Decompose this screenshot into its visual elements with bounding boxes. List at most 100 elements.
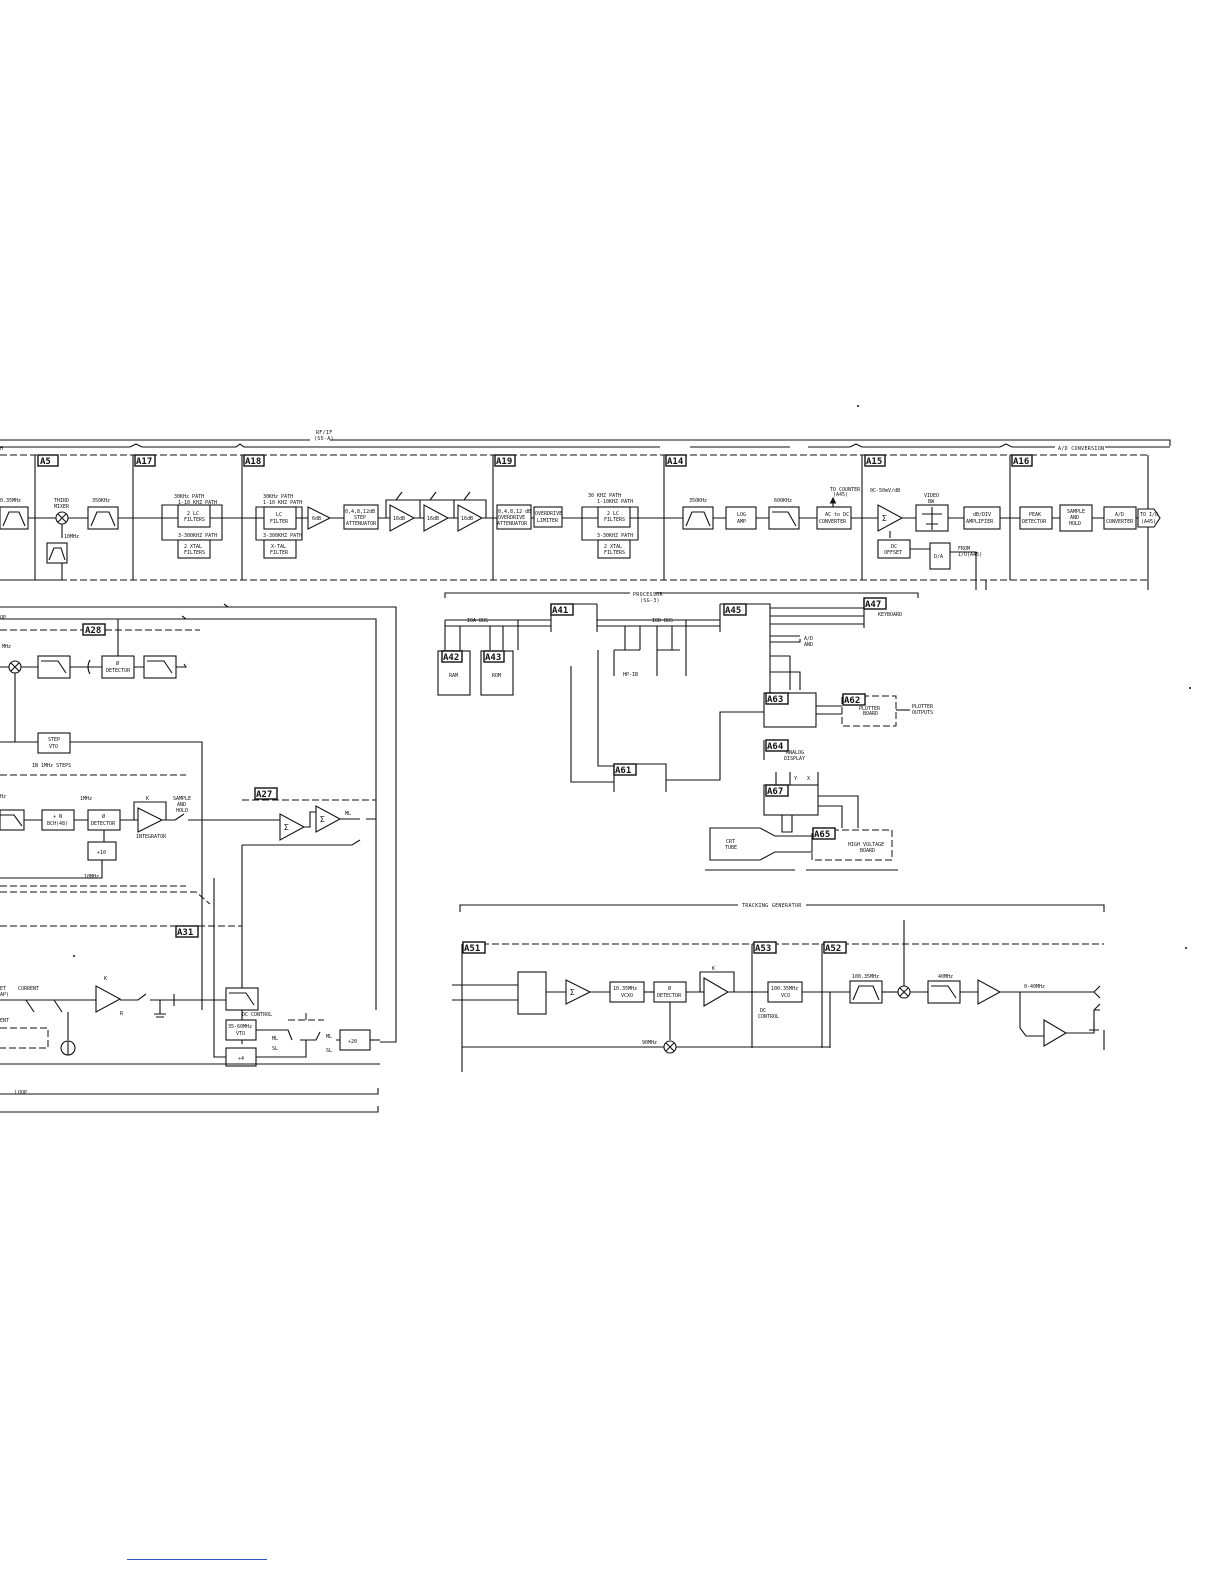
to-io-l1: TO I/O — [1140, 512, 1158, 518]
d-a-converter — [929, 542, 951, 570]
offset-current-l1: ET — [0, 986, 6, 992]
lowpass-filter-lo — [46, 542, 68, 564]
xtal-filters-a19-l2: FILTERS — [604, 550, 625, 556]
in-1mhz-steps: IN 1MHz STEPS — [32, 763, 71, 769]
processor-title: PROCESSOR — [633, 592, 663, 598]
lc-filters-a19-l2: FILTERS — [604, 517, 625, 523]
lc-filter-a18-l2: FILTER — [270, 519, 289, 525]
vto-l2: VTO — [236, 1031, 245, 1037]
loop2-phase-l1: Ø — [102, 813, 105, 820]
a41-label: A41 — [552, 606, 568, 616]
xtal-filters-a17-l1: 2 XTAL — [184, 544, 202, 550]
divide-n — [41, 809, 75, 831]
a15-label: A15 — [866, 457, 882, 467]
amp-6db — [307, 506, 332, 530]
a63-label: A63 — [767, 695, 783, 705]
vto-l1: 35-60MHz — [228, 1024, 252, 1030]
ad-and-l1: A/D — [804, 636, 813, 642]
x-label: X — [807, 776, 810, 782]
xtal-filters-a19 — [597, 539, 631, 559]
loop-phase-detector — [101, 655, 135, 679]
hv-board-l2: BOARD — [860, 848, 875, 854]
summing-amp-a27-1 — [279, 813, 306, 841]
amp-16db-1 — [389, 504, 416, 532]
rf-if-subtitle: (S5-A) — [314, 436, 334, 442]
lc-filters-a17-l1: 2 LC — [187, 511, 199, 517]
plotter-outputs-l1: PLOTTER — [912, 704, 934, 710]
a52-label: A52 — [825, 944, 841, 954]
a27-label: A27 — [256, 790, 272, 800]
lc-filters-a17-l2: FILTERS — [184, 517, 205, 523]
path-1-10khz: 1-10 KHZ PATH — [178, 500, 217, 506]
peak-det-l2: DETECTOR — [1022, 519, 1047, 525]
ent-label: ENT — [0, 1018, 9, 1024]
tracking-generator-section: TRACKING GENERATOR A51 A53 A52 Σ 10.35MH… — [452, 903, 1105, 1072]
ad-conversion-title: A/D CONVERSION — [1058, 446, 1104, 452]
ad-conv-l2: CONVERTER — [1106, 519, 1134, 525]
a67-label: A67 — [767, 787, 783, 797]
dc-control-filter — [225, 987, 259, 1011]
out-sl: SL — [326, 1048, 332, 1054]
tg-90mhz: 90MHz — [642, 1040, 657, 1046]
a17-label: A17 — [136, 457, 152, 467]
sh-a16-l2: AND — [1070, 515, 1079, 521]
ad-and-l2: AND — [804, 642, 813, 648]
loop2-filter — [0, 809, 25, 831]
sample-and-hold-a16 — [1059, 504, 1093, 532]
a16-label: A16 — [1013, 457, 1029, 467]
peak-det-l1: PEAK — [1029, 512, 1041, 518]
current-label: CURRENT — [18, 986, 39, 992]
analog-display-l2: DISPLAY — [784, 756, 805, 762]
vco-l2: VCO — [781, 993, 790, 999]
tg-dc-control-l1: DC — [760, 1008, 766, 1014]
path-30khz-a19: 30 KHZ PATH — [588, 493, 621, 499]
od-limiter-l1: OVERDRIVE — [535, 511, 562, 517]
amp-16db-1-label: 16dB — [393, 516, 405, 522]
vcxo — [609, 981, 645, 1003]
tg-output-amp — [977, 979, 1002, 1005]
db-range: 0C-50mV/dB — [870, 488, 900, 494]
sigma-a27-1: Σ — [284, 823, 289, 832]
loop-mhz: MHz — [2, 644, 11, 650]
bandpass-350khz-a14 — [682, 506, 714, 530]
a43-label: A43 — [485, 653, 501, 663]
footer-rule — [127, 1559, 267, 1560]
sh2-l1: SAMPLE — [173, 796, 191, 802]
ac-dc-l2: CONVERTER — [819, 519, 847, 525]
to-io-l2: (A45) — [1141, 519, 1156, 525]
a53-label: A53 — [755, 944, 771, 954]
vto-ml: ML — [272, 1036, 278, 1042]
lc-filters-a19-l1: 2 LC — [607, 511, 619, 517]
processor-section: PROCESSOR (SG-3) A41 IOA BUS A42 A42 RAM… — [437, 592, 934, 871]
vco — [767, 981, 803, 1003]
step-vto-l2: VTO — [49, 744, 58, 750]
crt-l2: TUBE — [725, 845, 737, 851]
loop-amp-k-label: K — [104, 976, 107, 982]
stray-marks — [73, 405, 1191, 957]
loop-amp-r: R — [120, 1011, 124, 1017]
loop-lowpass-2 — [143, 655, 177, 679]
freq-350khz-a14: 350KHz — [689, 498, 707, 504]
video-bw-l1: VIDEO — [924, 493, 939, 499]
tg-k: K — [712, 966, 715, 972]
a61-label: A61 — [615, 766, 631, 776]
divn-l1: ÷ N — [53, 814, 62, 820]
crt-l1: CRT — [726, 839, 735, 845]
a19-label: A19 — [496, 457, 512, 467]
tg-phase-detector — [653, 981, 687, 1003]
lc-filters-a17 — [177, 504, 211, 528]
tg-100-35mhz: 100.35MHz — [852, 974, 879, 980]
a27-ml: ML — [345, 811, 351, 817]
rf-if-title: RF/IF — [316, 430, 333, 436]
xtal-filter-a18-l2: FILTER — [270, 550, 289, 556]
a31-label: A31 — [177, 928, 193, 938]
dc-control: DC CONTROL — [242, 1012, 272, 1018]
lc-filter-a18 — [263, 506, 297, 530]
tracking-generator-title: TRACKING GENERATOR — [742, 903, 802, 909]
a18-label: A18 — [245, 457, 261, 467]
amp-16db-3-label: 16dB — [461, 516, 473, 522]
div20-label: ÷20 — [348, 1039, 357, 1045]
vto-sl: SL — [272, 1046, 278, 1052]
video-bw-l2: BW — [928, 499, 935, 505]
db-div-l2: AMPLIFIER — [966, 519, 994, 525]
